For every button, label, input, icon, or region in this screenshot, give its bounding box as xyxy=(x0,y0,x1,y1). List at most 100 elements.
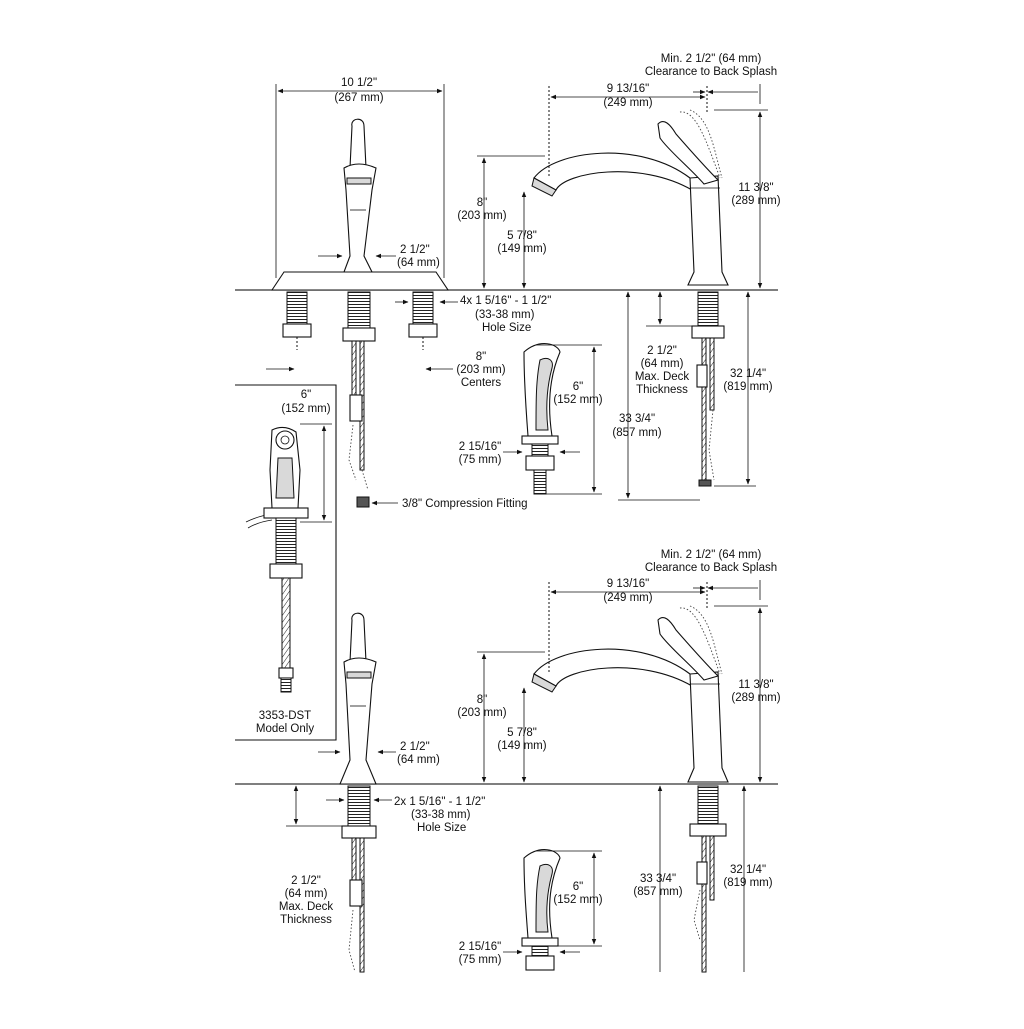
dimension-label: Thickness xyxy=(280,914,332,926)
dimension-label: 2x 1 5/16" - 1 1/2" xyxy=(394,796,485,808)
dim-centers: 8"(203 mm)Centers xyxy=(266,351,506,389)
svg-text:32 1/4"(819 mm): 32 1/4"(819 mm) xyxy=(723,368,772,393)
dimension-label: (857 mm) xyxy=(633,886,682,898)
dimension-label: Hole Size xyxy=(417,822,466,834)
svg-text:6"(152 mm): 6"(152 mm) xyxy=(553,881,602,906)
svg-text:33 3/4"(857 mm): 33 3/4"(857 mm) xyxy=(633,873,682,898)
svg-text:4x 1 5/16" - 1 1/2"(33-38 mm)H: 4x 1 5/16" - 1 1/2"(33-38 mm)Hole Size xyxy=(460,295,551,334)
dimension-label: (64 mm) xyxy=(641,358,684,370)
dimension-label: (267 mm) xyxy=(334,92,383,104)
svg-text:8"(203 mm)Centers: 8"(203 mm)Centers xyxy=(456,351,505,389)
dimension-label: (203 mm) xyxy=(457,210,506,222)
svg-text:10 1/2"(267 mm): 10 1/2"(267 mm) xyxy=(334,77,383,104)
dimension-label: (249 mm) xyxy=(603,97,652,109)
side-spray-top: 6"(152 mm) 2 15/16"(75 mm) xyxy=(459,343,603,495)
dimension-label: 6" xyxy=(573,381,583,393)
dimension-label: 8" xyxy=(476,351,486,363)
dimension-label: (149 mm) xyxy=(497,243,546,255)
svg-text:11 3/8"(289 mm): 11 3/8"(289 mm) xyxy=(731,182,780,207)
dimension-label: (152 mm) xyxy=(553,394,602,406)
dimension-label: 9 13/16" xyxy=(607,83,649,95)
dim-spout-height-bottom: 8"(203 mm) xyxy=(457,651,545,783)
dim-hole-size-bottom: 2x 1 5/16" - 1 1/2"(33-38 mm)Hole Size xyxy=(326,796,485,834)
svg-text:Min. 2 1/2" (64 mm)Clearance t: Min. 2 1/2" (64 mm)Clearance to Back Spl… xyxy=(645,53,777,78)
dimension-label: (819 mm) xyxy=(723,877,772,889)
dim-below-deck-long-top: 33 3/4"(857 mm) xyxy=(612,291,700,501)
dimension-label: (64 mm) xyxy=(397,257,440,269)
dim-outlet-height-top: 5 7/8"(149 mm) xyxy=(497,191,547,289)
dimension-label: (289 mm) xyxy=(731,692,780,704)
svg-text:2x 1 5/16" - 1 1/2"(33-38 mm)H: 2x 1 5/16" - 1 1/2"(33-38 mm)Hole Size xyxy=(394,796,485,834)
dimension-label: Clearance to Back Splash xyxy=(645,66,777,78)
dim-overall-height-top: 11 3/8"(289 mm) xyxy=(714,109,781,289)
dimension-label: 11 3/8" xyxy=(738,679,773,691)
dimension-label: 2 1/2" xyxy=(400,741,430,753)
dim-overall-height-bottom: 11 3/8"(289 mm) xyxy=(714,605,781,783)
dimension-label: 2 1/2" xyxy=(400,244,430,256)
dimension-label: 32 1/4" xyxy=(730,368,766,380)
dimension-label: Thickness xyxy=(636,384,688,396)
dimension-label: (152 mm) xyxy=(281,403,330,415)
svg-text:5 7/8"(149 mm): 5 7/8"(149 mm) xyxy=(497,230,546,255)
dimension-label: 8" xyxy=(477,694,487,706)
dimension-label: (33-38 mm) xyxy=(411,809,471,821)
dimension-label: (152 mm) xyxy=(553,894,602,906)
dim-handle-offset-bottom: 2 1/2"(64 mm) xyxy=(318,741,440,766)
dimension-label: Min. 2 1/2" (64 mm) xyxy=(661,53,762,65)
dimension-label: 33 3/4" xyxy=(640,873,676,885)
dim-spout-height-top: 8"(203 mm) xyxy=(457,155,545,289)
dimension-label: 32 1/4" xyxy=(730,864,766,876)
dimension-label: (819 mm) xyxy=(723,381,772,393)
dimension-label: 2 15/16" xyxy=(459,941,501,953)
front-view-2-hole xyxy=(235,612,778,973)
dim-backsplash-top: Min. 2 1/2" (64 mm)Clearance to Back Spl… xyxy=(645,53,777,104)
dimension-label: Max. Deck xyxy=(279,901,334,913)
dimension-label: (857 mm) xyxy=(612,427,661,439)
svg-text:8"(203 mm): 8"(203 mm) xyxy=(457,694,506,719)
dimension-label: (75 mm) xyxy=(459,454,502,466)
dimension-label: Hole Size xyxy=(482,322,531,334)
svg-text:2 1/2"(64 mm): 2 1/2"(64 mm) xyxy=(397,244,440,269)
svg-text:6"(152 mm): 6"(152 mm) xyxy=(281,389,330,415)
dimension-label: 8" xyxy=(477,197,487,209)
svg-text:33 3/4"(857 mm): 33 3/4"(857 mm) xyxy=(612,413,661,439)
dim-below-deck-short-bottom: 32 1/4"(819 mm) xyxy=(723,785,773,972)
dim-overall-width: 10 1/2"(267 mm) xyxy=(275,77,445,278)
dimension-label: (203 mm) xyxy=(456,364,505,376)
dimension-label: 4x 1 5/16" - 1 1/2" xyxy=(460,295,551,307)
dimension-label: (289 mm) xyxy=(731,195,780,207)
svg-text:9 13/16"(249 mm): 9 13/16" (249 mm) xyxy=(603,83,652,109)
label-compression-fitting: 3/8" Compression Fitting xyxy=(371,498,528,510)
svg-text:6"(152 mm): 6"(152 mm) xyxy=(553,381,602,406)
svg-text:5 7/8"(149 mm): 5 7/8"(149 mm) xyxy=(497,727,546,752)
dimension-label: 2 1/2" xyxy=(291,875,321,887)
dimension-label: 3353-DST xyxy=(259,710,311,722)
dimension-label: Max. Deck xyxy=(635,371,690,383)
dimension-label: (249 mm) xyxy=(603,592,652,604)
side-spray-bottom: 6"(152 mm) 2 15/16"(75 mm) xyxy=(459,849,603,971)
dimension-label: Clearance to Back Splash xyxy=(645,562,777,574)
side-view-top xyxy=(531,109,729,487)
side-view-bottom xyxy=(531,605,729,973)
dim-spout-reach-bottom: 9 13/16"(249 mm) xyxy=(548,578,708,674)
dimension-label: 2 15/16" xyxy=(459,441,501,453)
dimension-label: 6" xyxy=(573,881,583,893)
svg-text:2 1/2"(64 mm): 2 1/2"(64 mm) xyxy=(397,741,440,766)
svg-text:9 13/16"(249 mm): 9 13/16"(249 mm) xyxy=(603,578,652,604)
dimension-label: (75 mm) xyxy=(459,954,502,966)
dim-spout-reach-top: 9 13/16" (249 mm) xyxy=(548,83,708,178)
dim-below-deck-short-top: 32 1/4"(819 mm) xyxy=(714,291,773,487)
front-view-4-hole xyxy=(235,118,778,508)
svg-text:2 15/16"(75 mm): 2 15/16"(75 mm) xyxy=(459,941,502,966)
dimension-label: 3/8" Compression Fitting xyxy=(402,498,528,510)
dimension-label: 11 3/8" xyxy=(738,182,773,194)
dim-outlet-height-bottom: 5 7/8"(149 mm) xyxy=(497,687,547,783)
dim-handle-offset-top: 2 1/2"(64 mm) xyxy=(318,244,440,269)
